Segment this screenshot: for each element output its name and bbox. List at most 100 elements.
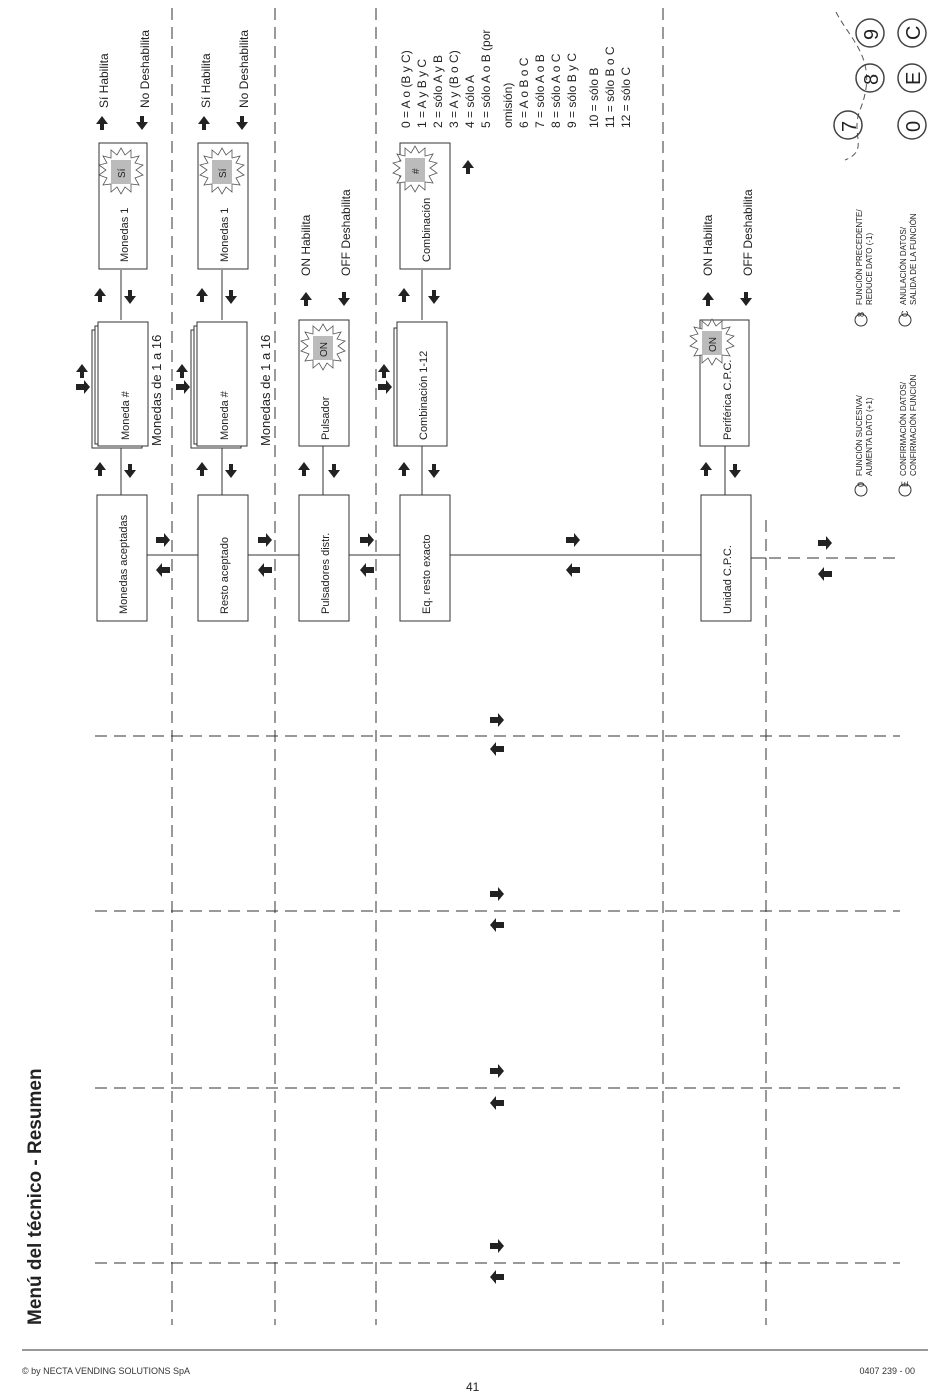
star-text-combinacion: # [411,168,422,174]
svg-text:7 = sólo A o B: 7 = sólo A o B [533,54,547,128]
arrow-right-icon [566,533,580,547]
arrow-right-icon [76,380,90,394]
arrow-up-icon [176,364,188,378]
keypad-illustration: 7 8 9 0 E C [833,11,927,161]
arrow-left-icon [490,742,504,756]
arrow-right-icon [490,887,504,901]
arrow-up-icon [76,364,88,378]
keypad-key-7-icon [833,110,863,140]
label-combinacion: Combinación [421,198,433,262]
box-resto-exacto[interactable] [399,494,451,622]
arrow-left-icon [360,563,374,577]
opt-no-monedas: No Deshabilita [138,30,152,108]
arrow-up-icon [298,462,310,476]
label-moneda-number: Moneda # [120,390,132,440]
key-c-icon [898,313,912,327]
arrow-right-icon [490,1064,504,1078]
keypad-key-0-icon [897,110,927,140]
box-unidad-cpc[interactable] [700,494,752,622]
svg-text:5 = sólo A o B (por: 5 = sólo A o B (por [479,30,493,128]
svg-text:0: 0 [903,121,925,132]
svg-text:8: 8 [856,312,866,317]
label-moneda-number-resto: Moneda # [219,390,231,440]
arrow-right-icon [378,380,392,394]
key-e-icon [898,483,912,497]
key-0-icon [854,483,868,497]
arrow-down-icon [428,464,440,478]
label-resto-aceptado: Resto aceptado [219,537,231,614]
arrow-right-icon [258,533,272,547]
key-8-icon [854,313,868,327]
arrow-down-icon [328,464,340,478]
svg-text:C: C [900,310,910,317]
svg-text:8 = sólo A o C: 8 = sólo A o C [549,53,563,128]
arrow-down-icon [729,464,741,478]
svg-text:7: 7 [839,121,861,132]
opt-no-resto: No Deshabilita [237,30,251,108]
box-resto-aceptado[interactable] [197,494,249,622]
arrow-up-icon [94,288,106,302]
box-monedas-aceptadas[interactable] [96,494,148,622]
star-text-pulsador: ON [319,342,330,357]
grid-vertical-lines [171,8,767,1325]
svg-text:9 = sólo B y C: 9 = sólo B y C [565,53,579,128]
box-combinacion-1-12[interactable] [396,321,448,447]
box-pulsadores[interactable] [298,494,350,622]
page-title: Menú del técnico - Resumen [25,1068,46,1325]
arrow-right-icon [818,536,832,550]
arrow-down-icon [740,292,752,306]
label-periferica-cpc: Periférica C.P.C. [722,360,734,441]
svg-text:E: E [900,481,910,487]
svg-text:E: E [903,72,925,85]
label-resto-exacto: Eq. resto exacto [421,535,433,615]
opt-on-cpc: ON Habilita [701,214,715,276]
combinacion-list: 0 = A o (B y C) 1 = A y B y C 2 = sólo A… [399,30,633,128]
svg-text:0 = A o (B y C): 0 = A o (B y C) [399,50,413,128]
box-moneda-number-resto[interactable] [196,321,248,447]
arrow-down-icon [225,464,237,478]
arrow-up-icon [196,462,208,476]
keypad-key-c-icon [897,18,927,48]
svg-text:FUNCIÓN PRECEDENTE/: FUNCIÓN PRECEDENTE/ [855,209,864,305]
svg-text:11 = sólo B o C: 11 = sólo B o C [603,46,617,128]
arrow-left-icon [566,563,580,577]
page-number: 41 [466,1380,480,1394]
label-unidad-cpc: Unidad C.P.C. [722,545,734,614]
row-resto-aceptado: Resto aceptado Moneda # Monedas de 1 a 1… [190,30,273,622]
svg-text:3 = A y (B o C): 3 = A y (B o C) [447,50,461,128]
opt-on-pulsador: ON Habilita [299,214,313,276]
svg-text:2 = sólo A y B: 2 = sólo A y B [431,55,445,128]
arrow-up-icon [398,462,410,476]
opt-off-pulsador: OFF Deshabilita [339,189,353,276]
arrow-left-icon [818,567,832,581]
label-monedas-1: Monedas 1 [119,208,131,262]
svg-text:SALIDA DE LA FUNCIÓN: SALIDA DE LA FUNCIÓN [909,213,918,305]
arrow-down-icon [428,290,440,304]
star-text-cpc: ON [708,337,719,352]
arrow-left-icon [490,1096,504,1110]
opt-off-cpc: OFF Deshabilita [741,189,755,276]
arrow-right-icon [156,533,170,547]
main-flow-line [147,554,766,559]
svg-text:12 = sólo C: 12 = sólo C [619,67,633,128]
box-moneda-number[interactable] [97,321,149,447]
row-cpc: Unidad C.P.C. Periférica C.P.C. ON ON Ha… [689,189,755,622]
svg-text:4 = sólo A: 4 = sólo A [463,75,477,128]
svg-text:0: 0 [856,482,866,487]
arrow-up-icon [462,160,474,174]
arrow-up-icon [398,288,410,302]
svg-text:omisión): omisión) [501,83,515,128]
star-text-resto: Sí [218,168,229,178]
label-monedas-1-resto: Monedas 1 [219,208,231,262]
arrow-down-icon [124,290,136,304]
label-pulsadores: Pulsadores distr. [320,533,332,614]
label-monedas-aceptadas: Monedas aceptadas [118,514,130,614]
arrow-right-icon [490,1239,504,1253]
grid-horizontal-lines [95,557,900,1264]
blink-star-monedas: Sí [98,147,144,195]
footer-doc-code: 0407 239 - 00 [859,1366,915,1376]
svg-text:FUNCIÓN SUCESIVA/: FUNCIÓN SUCESIVA/ [855,394,864,476]
svg-text:REDUCE DATO (-1): REDUCE DATO (-1) [865,233,874,305]
keypad-key-e-icon [897,63,927,93]
